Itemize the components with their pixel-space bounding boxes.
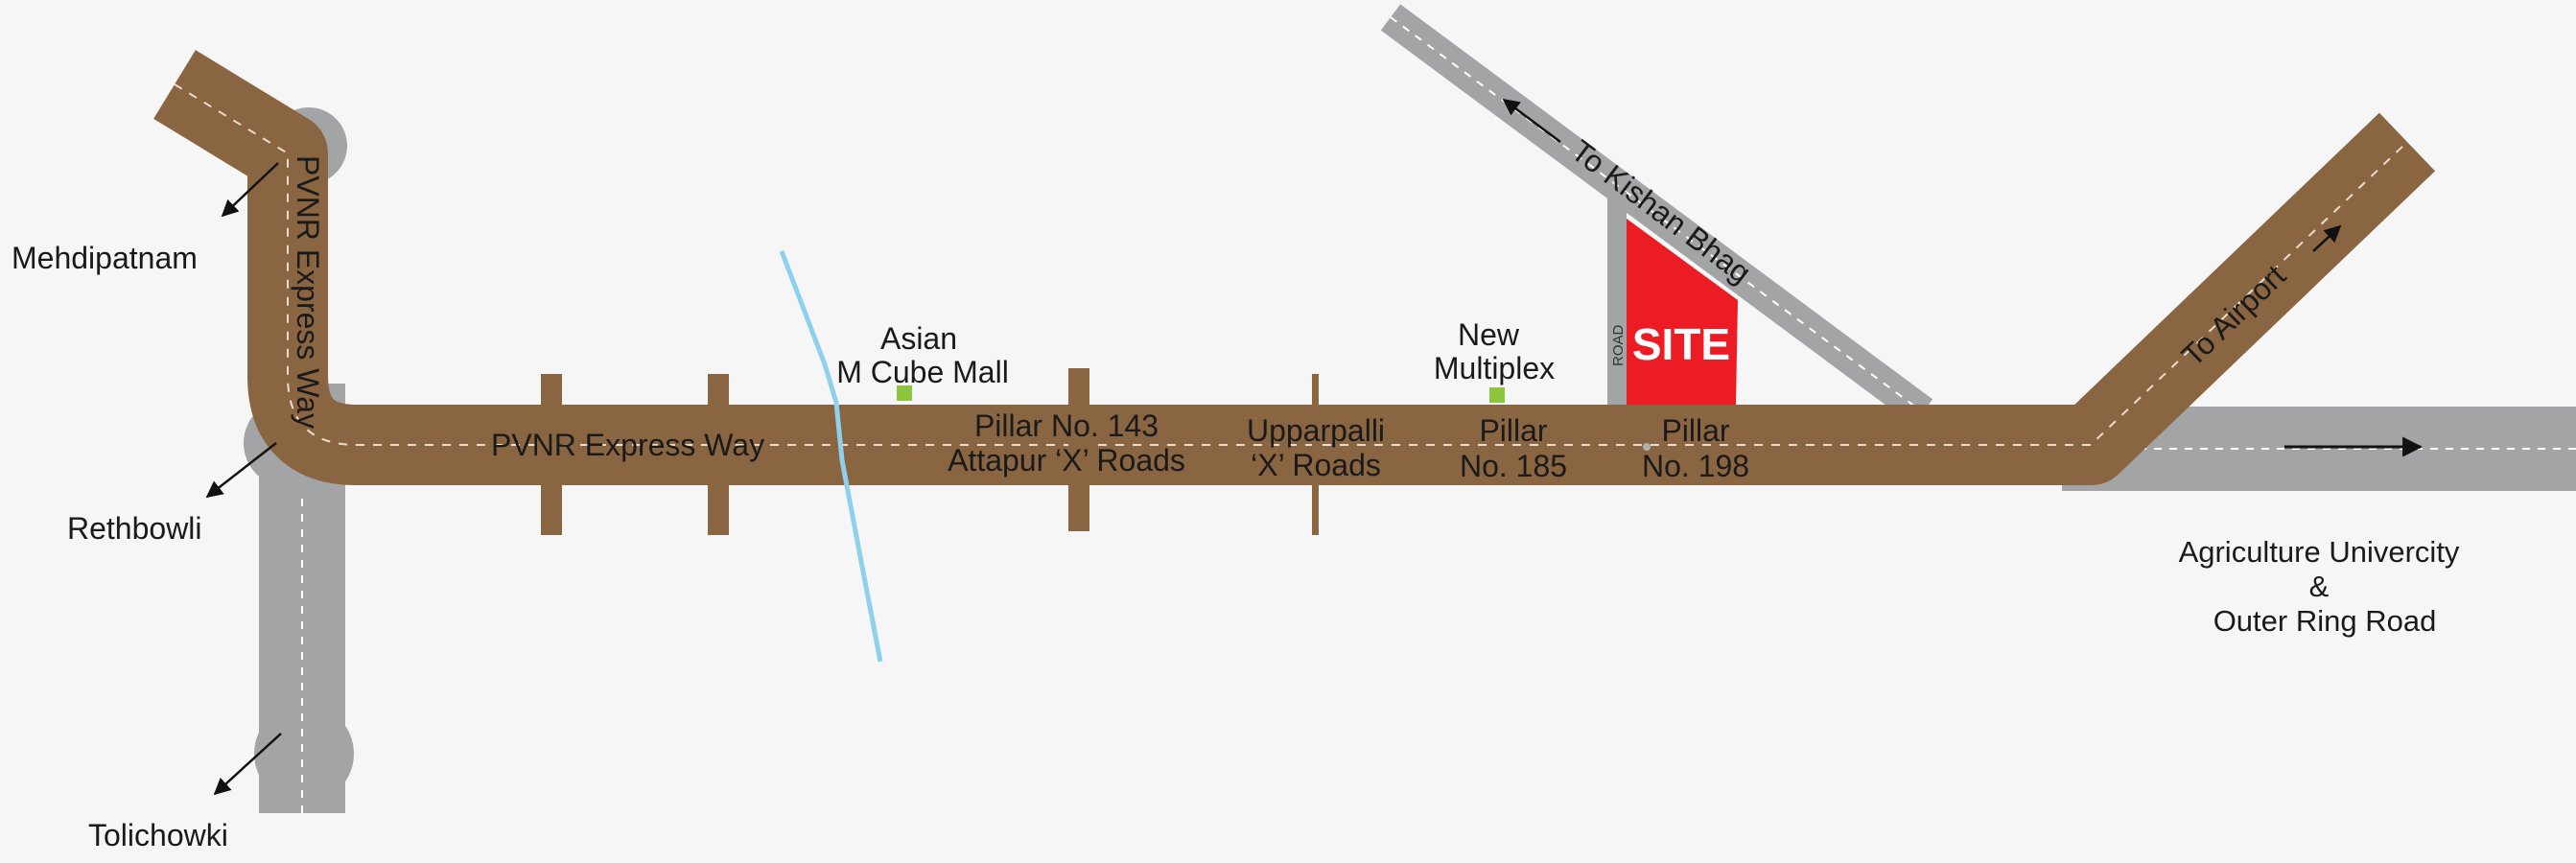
label-new-multiplex-1: New — [1458, 317, 1520, 352]
label-asian-mall-2: M Cube Mall — [836, 355, 1009, 389]
label-agri-1: Agriculture Univercity — [2179, 535, 2460, 569]
label-pillar-143-2: Attapur ‘X’ Roads — [948, 443, 1185, 478]
label-upparpalli-2: ‘X’ Roads — [1251, 448, 1381, 482]
label-pillar-198-1: Pillar — [1661, 413, 1729, 448]
label-asian-mall-1: Asian — [880, 321, 957, 356]
label-mehdipatnam: Mehdipatnam — [12, 241, 198, 275]
arrow-icon — [1502, 98, 1561, 144]
crossroad-bar-1 — [541, 374, 562, 535]
arrow-icon — [2312, 224, 2342, 252]
kishan-bhag-road — [1380, 4, 1933, 426]
label-agri-3: Outer Ring Road — [2213, 604, 2437, 638]
arrow-icon — [205, 442, 277, 499]
label-pillar-185-1: Pillar — [1479, 413, 1547, 448]
river — [779, 250, 883, 663]
arrow-icon — [213, 733, 282, 796]
square-marker-icon — [1489, 387, 1505, 403]
label-rethbowli: Rethbowli — [67, 511, 202, 546]
crossroad-bar-upparpalli — [1312, 374, 1319, 535]
label-new-multiplex-2: Multiplex — [1434, 351, 1555, 385]
label-pvnr-vertical: PVNR Express Way — [291, 155, 325, 429]
crossroad-bar-2 — [708, 374, 729, 535]
label-pillar-185-2: No. 185 — [1460, 449, 1567, 483]
label-agri-2: & — [2309, 570, 2330, 603]
pillar-198-dot — [1643, 443, 1651, 451]
label-upparpalli-1: Upparpalli — [1247, 413, 1385, 448]
road-label: ROAD — [1610, 324, 1627, 366]
site-label: SITE — [1632, 319, 1730, 369]
site-road — [1607, 192, 1627, 410]
pvnr-express-way — [153, 50, 2436, 485]
label-tolichowki: Tolichowki — [88, 818, 228, 852]
label-pvnr-horizontal: PVNR Express Way — [491, 428, 764, 462]
label-pillar-143-1: Pillar No. 143 — [974, 408, 1159, 443]
label-pillar-198-2: No. 198 — [1642, 449, 1749, 483]
square-marker-icon — [897, 385, 912, 401]
arrow-icon — [221, 162, 279, 218]
crossroad-bar-attapur — [1068, 368, 1089, 531]
site-marker — [1627, 219, 1738, 405]
